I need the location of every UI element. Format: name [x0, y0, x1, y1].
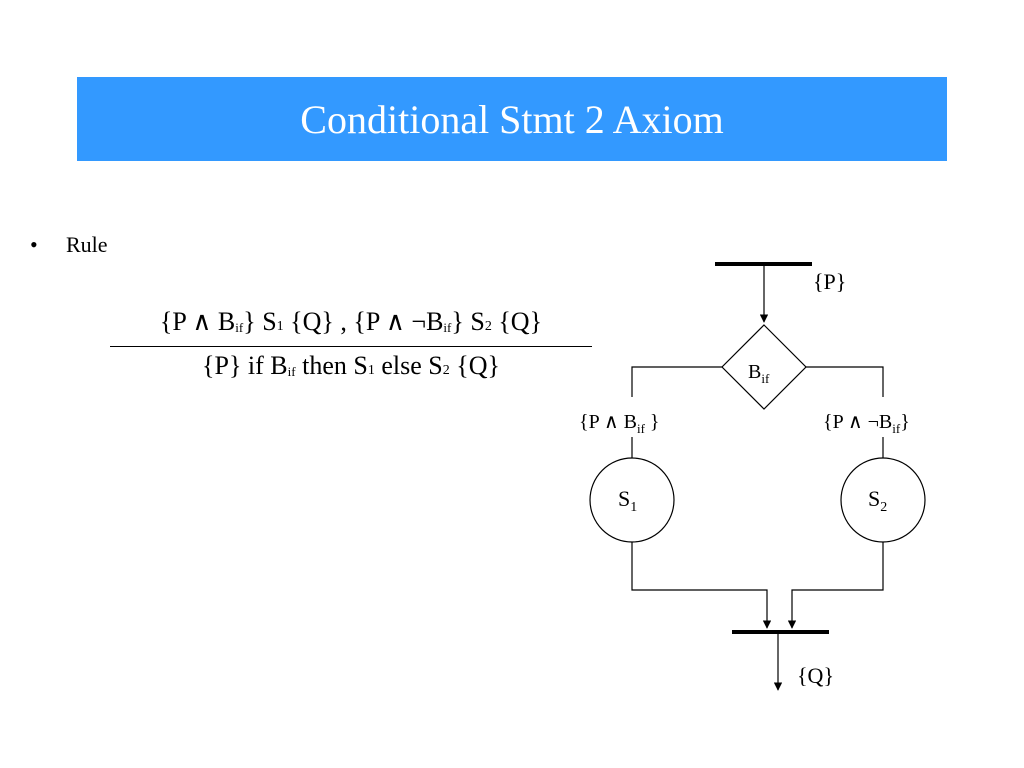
postcondition-label: {Q}	[797, 663, 834, 688]
decision-label: Bif	[748, 361, 770, 386]
rule-conclusion: {P} if Bif then S1 else S2 {Q}	[202, 351, 500, 380]
left-branch-condition: {P ∧ Bif }	[579, 411, 660, 436]
rule-premise: {P ∧ Bif} S1 {Q} , {P ∧ ¬Bif} S2 {Q}	[159, 307, 543, 336]
decision-diamond	[721, 324, 807, 410]
bullet-label: Rule	[66, 232, 108, 257]
slide-title: Conditional Stmt 2 Axiom	[300, 96, 724, 142]
rule-fraction-bar	[110, 346, 592, 347]
s2-exit-arrow	[787, 542, 884, 629]
title-bar: Conditional Stmt 2 Axiom	[77, 77, 947, 161]
s1-label: S1	[618, 486, 637, 515]
bullet-icon: •	[30, 232, 38, 257]
right-branch-line	[806, 366, 884, 397]
s2-label: S2	[868, 486, 887, 515]
precondition-label: {P}	[813, 269, 846, 294]
right-branch-condition: {P ∧ ¬Bif}	[823, 411, 910, 436]
bullet-item-rule: • Rule	[30, 232, 108, 258]
inference-rule: {P ∧ Bif} S1 {Q} , {P ∧ ¬Bif} S2 {Q} {P}…	[110, 305, 592, 389]
left-branch-line	[631, 366, 722, 397]
s1-exit-arrow	[631, 542, 772, 629]
